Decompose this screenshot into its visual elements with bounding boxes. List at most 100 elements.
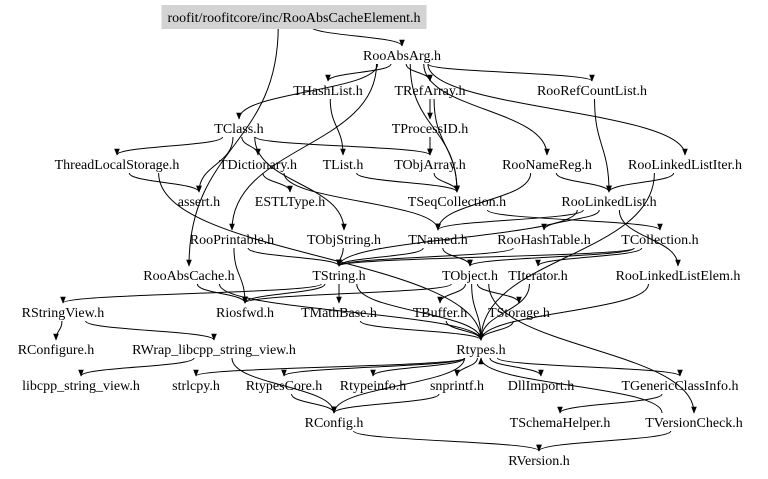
- node-label: THashList.h: [293, 84, 363, 99]
- node-thashlist[interactable]: THashList.h: [293, 84, 363, 99]
- node-label: TRefArray.h: [394, 84, 465, 99]
- node-label: ESTLType.h: [255, 195, 325, 210]
- node-rwrap[interactable]: RWrap_libcpp_string_view.h: [132, 343, 296, 358]
- node-roorefcountlist[interactable]: RooRefCountList.h: [537, 84, 647, 99]
- node-rconfigure[interactable]: RConfigure.h: [18, 343, 95, 358]
- edge-tclass-to-tobjarray: [254, 136, 433, 156]
- node-rooprintable[interactable]: RooPrintable.h: [190, 233, 274, 248]
- edge-tobject-to-tbuffer: [437, 283, 466, 304]
- node-label: RVersion.h: [508, 454, 570, 469]
- node-roolinkedlistelem[interactable]: RooLinkedListElem.h: [616, 269, 741, 284]
- edge-snprintf-to-rconfig: [331, 393, 440, 414]
- node-tdictionary[interactable]: TDictionary.h: [219, 158, 297, 173]
- node-threadlocalstorage[interactable]: ThreadLocalStorage.h: [55, 158, 180, 173]
- node-tprocessid[interactable]: TProcessID.h: [392, 122, 469, 137]
- node-tobject[interactable]: TObject.h: [442, 269, 498, 284]
- node-root[interactable]: roofit/roofitcore/inc/RooAbsCacheElement…: [161, 5, 427, 29]
- node-rconfig[interactable]: RConfig.h: [305, 416, 364, 431]
- edge-rooabsarg-to-roonamereg: [423, 63, 550, 156]
- node-label: ThreadLocalStorage.h: [55, 158, 180, 173]
- node-label: Rtypeinfo.h: [340, 379, 407, 394]
- node-label: TString.h: [312, 269, 365, 284]
- node-trefarray[interactable]: TRefArray.h: [394, 84, 465, 99]
- node-tversioncheck[interactable]: TVersionCheck.h: [645, 416, 743, 431]
- node-tgenericclassinfo[interactable]: TGenericClassInfo.h: [621, 379, 738, 394]
- node-riosfwd[interactable]: Riosfwd.h: [216, 306, 274, 321]
- edge-roolinkedlist-to-tstring: [336, 209, 578, 267]
- edge-tclass-to-tobjstring: [254, 136, 347, 231]
- edge-tcollection-to-tobject: [467, 247, 635, 267]
- node-rtypes[interactable]: Rtypes.h: [456, 343, 505, 358]
- node-strlcpy[interactable]: strlcpy.h: [172, 379, 220, 394]
- node-label: roofit/roofitcore/inc/RooAbsCacheElement…: [167, 11, 420, 26]
- edge-rooabsarg-to-rooprintable: [229, 63, 377, 231]
- edge-rooprintable-to-tstring: [247, 247, 342, 267]
- dependency-edges: [53, 25, 697, 452]
- node-tlist[interactable]: TList.h: [323, 158, 364, 173]
- edge-rtypes-to-snprintf: [454, 357, 478, 377]
- file-nodes: roofit/roofitcore/inc/RooAbsCacheElement…: [18, 5, 743, 469]
- node-label: RooNameReg.h: [502, 158, 592, 173]
- edge-tdictionary-to-tnamed: [283, 172, 441, 231]
- edge-tversioncheck-to-rtypes: [478, 357, 663, 414]
- edge-rooprintable-to-riosfwd: [233, 247, 248, 304]
- node-rstringview[interactable]: RStringView.h: [22, 306, 105, 321]
- node-tobjarray[interactable]: TObjArray.h: [394, 158, 466, 173]
- edge-roohashtable-to-tstring: [336, 247, 514, 267]
- edge-rooabsarg-to-trefarray: [405, 63, 433, 82]
- edge-rooabsarg-to-roorefcountlist: [427, 63, 595, 82]
- node-dllimport[interactable]: DllImport.h: [508, 379, 575, 394]
- node-rversion[interactable]: RVersion.h: [508, 454, 570, 469]
- edge-roonamereg-to-roolinkedlist: [555, 172, 612, 193]
- node-rtypeinfo[interactable]: Rtypeinfo.h: [340, 379, 407, 394]
- node-rtypescore[interactable]: RtypesCore.h: [246, 379, 323, 394]
- node-label: RooAbsCache.h: [143, 269, 234, 284]
- node-tobjstring[interactable]: TObjString.h: [307, 233, 381, 248]
- edge-rooabsarg-to-tclass: [236, 63, 379, 120]
- node-label: DllImport.h: [508, 379, 575, 394]
- node-estltype[interactable]: ESTLType.h: [255, 195, 325, 210]
- node-roolinkedlistiter[interactable]: RooLinkedListIter.h: [628, 158, 742, 173]
- edge-roolinkedlistelem-to-rtypes: [478, 283, 649, 341]
- node-rooabsarg[interactable]: RooAbsArg.h: [363, 49, 441, 64]
- edge-threadlocalstorage-to-rtypes: [158, 172, 484, 341]
- node-rooabscache[interactable]: RooAbsCache.h: [143, 269, 234, 284]
- edge-roolinkedlistiter-to-roolinkedlist: [606, 172, 675, 193]
- edge-rooabsarg-to-thashlist: [325, 63, 392, 82]
- node-label: TStorage.h: [488, 306, 550, 321]
- node-label: Riosfwd.h: [216, 306, 274, 321]
- node-tstorage[interactable]: TStorage.h: [488, 306, 550, 321]
- edge-rstringview-to-rconfigure: [53, 320, 63, 341]
- node-tnamed[interactable]: TNamed.h: [408, 233, 467, 248]
- edge-tobject-to-tstorage: [476, 283, 522, 304]
- node-tbuffer[interactable]: TBuffer.h: [413, 306, 468, 321]
- node-label: strlcpy.h: [172, 379, 220, 394]
- node-roohashtable[interactable]: RooHashTable.h: [497, 233, 591, 248]
- node-tcollection[interactable]: TCollection.h: [621, 233, 698, 248]
- node-roolinkedlist[interactable]: RooLinkedList.h: [561, 195, 656, 210]
- edge-rooabsarg-to-roolinkedlistiter: [427, 63, 688, 156]
- edge-titerator-to-rtypes: [478, 283, 530, 341]
- node-titerator[interactable]: TIterator.h: [508, 269, 567, 284]
- node-tmathbase[interactable]: TMathBase.h: [301, 306, 377, 321]
- edge-roonamereg-to-tnamed: [435, 172, 532, 231]
- node-label: TNamed.h: [408, 233, 467, 248]
- edge-tobjarray-to-tseqcollection: [433, 172, 460, 193]
- node-tclass[interactable]: TClass.h: [214, 122, 263, 137]
- edge-tdictionary-to-estltype: [262, 172, 293, 193]
- edge-tcollection-to-tstring: [336, 247, 635, 267]
- edge-tlist-to-tseqcollection: [356, 172, 460, 193]
- node-label: RConfig.h: [305, 416, 364, 431]
- edge-root-to-rooabscache: [186, 25, 279, 267]
- node-assert[interactable]: assert.h: [178, 195, 220, 210]
- node-tseqcollection[interactable]: TSeqCollection.h: [408, 195, 506, 210]
- edge-tclass-to-tdictionary: [241, 136, 261, 156]
- node-libcpp[interactable]: libcpp_string_view.h: [22, 379, 140, 394]
- node-roonamereg[interactable]: RooNameReg.h: [502, 158, 592, 173]
- node-tschemahelper[interactable]: TSchemaHelper.h: [510, 416, 611, 431]
- node-snprintf[interactable]: snprintf.h: [430, 379, 484, 394]
- edge-tobject-to-riosfwd: [242, 283, 452, 304]
- edge-rtypes-to-rtypescore: [281, 357, 466, 377]
- node-tstring[interactable]: TString.h: [312, 269, 365, 284]
